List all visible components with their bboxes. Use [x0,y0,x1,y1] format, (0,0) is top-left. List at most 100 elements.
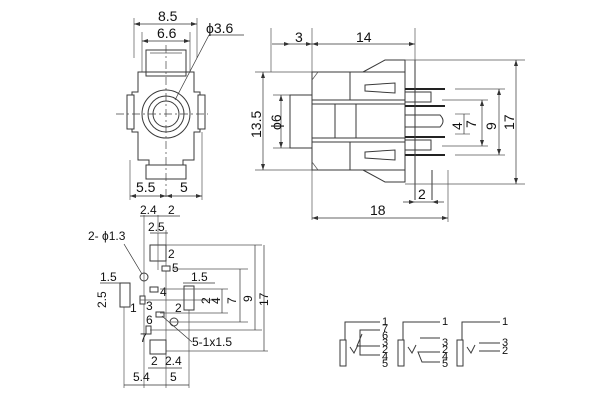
dim-13-5: 13.5 [248,111,264,138]
wire [359,329,380,356]
dim-r-9: 9 [241,295,255,302]
arrowheads [284,42,312,46]
dim-4: 4 [449,122,465,130]
dim-top-2: 2 [168,203,175,217]
pin-label: 5 [442,358,448,370]
tip-pin [405,114,444,128]
pin-label: 1 [442,316,448,328]
sleeve-contact [339,339,347,367]
leader-line [174,34,210,101]
dim-2-4: 2.4 [140,203,157,217]
pin-block [404,91,432,103]
right-lug [197,94,206,130]
dim-phi-6: ϕ6 [268,114,284,130]
pin-label: 2 [382,344,388,356]
left-lug [126,94,135,130]
dim-right-1-5: 1.5 [191,270,208,284]
sleeve-contact [456,339,464,367]
pin-label: 1 [502,316,508,328]
pin-label: 3 [502,337,508,349]
dim-2: 2 [418,186,426,202]
leader-line [123,243,143,275]
dim-14: 14 [356,29,372,45]
pin-label-7: 7 [140,331,147,345]
arrowheads [409,200,438,204]
dim-8-5: 8.5 [158,8,178,24]
chamfer [311,161,319,171]
arrowheads [130,194,202,198]
pin-label: 5 [382,358,388,370]
dim-r-7: 7 [225,297,239,304]
dim-phi-3-6: ϕ3.6 [206,20,234,36]
dim-vert-2: 2 [168,247,175,261]
pad-left [119,282,131,308]
dim-5: 5 [180,179,188,195]
dim-bottom-2-4: 2.4 [165,354,182,368]
schematic-1: 1 7 6 3 2 4 5 [339,316,388,370]
dim-r-17: 17 [257,292,271,306]
switch-contact [349,333,380,354]
pin-label-5: 5 [172,261,179,275]
pin-label: 1 [382,316,388,328]
pin-label: 6 [382,330,388,342]
pin-label: 4 [382,351,388,363]
leader-line [161,315,193,343]
top-spring [364,82,396,94]
dim-left-1-5: 1.5 [100,270,117,284]
mount-hole [139,272,149,282]
dim-left-2-5: 2.5 [95,291,109,308]
wire [461,321,500,340]
pcb-footprint: 2.4 2 2.5 2 2- ϕ1.3 5 4 1 3 2 6 7 1.5 2.… [88,203,271,388]
barrel [289,94,313,149]
switch-contact [466,342,500,354]
pad-right [183,285,195,311]
pin-5 [161,265,171,272]
dim-3: 3 [295,29,303,45]
pad-bottom [149,339,167,355]
wire [344,321,380,340]
pin-block [404,139,432,151]
schematic-2: 1 3 2 4 5 [397,316,448,370]
pin-3 [155,311,165,318]
chamfer [311,71,319,81]
wire [417,351,440,363]
dim-6-6: 6.6 [157,25,177,41]
dim-5-4: 5.4 [133,370,150,384]
front-view: 8.5 6.6 ϕ3.6 5.5 5 [116,8,244,200]
bottom-latch [362,169,406,183]
pin-label: 3 [442,337,448,349]
arrowheads [279,95,283,148]
dim-r-2: 2 [199,297,213,304]
pin-label: 4 [442,351,448,363]
dim-17: 17 [501,114,517,130]
pin-label-3: 3 [146,299,153,313]
dim-5-5: 5.5 [136,179,156,195]
pin-label: 2 [502,345,508,357]
dim-18: 18 [370,202,386,218]
dim-r-4: 4 [209,297,223,304]
dim-bottom-5: 5 [170,370,177,384]
top-latch [362,59,406,73]
dim-7: 7 [463,120,479,128]
dim-bottom-2: 2 [151,354,158,368]
pin-label: 3 [382,337,388,349]
wire [402,321,440,340]
pin-4 [149,286,159,293]
arrowheads [142,39,190,43]
dim-2-5: 2.5 [148,220,165,234]
dim-9: 9 [483,122,499,130]
sleeve-contact [397,339,405,367]
dim-mount-holes: 2- ϕ1.3 [88,229,126,243]
pin-label-6: 6 [146,313,153,327]
dim-slots: 5-1x1.5 [192,335,232,349]
inner-sleeve [311,99,406,143]
pin-label: 7 [382,323,388,335]
bottom-spring [364,149,396,161]
pin-label-2: 2 [175,301,182,315]
switch-contact [407,337,440,354]
schematic-3: 1 3 2 [456,316,508,367]
pin-label-1: 1 [130,301,137,315]
pin-label-4: 4 [160,285,167,299]
pin-label: 2 [442,344,448,356]
